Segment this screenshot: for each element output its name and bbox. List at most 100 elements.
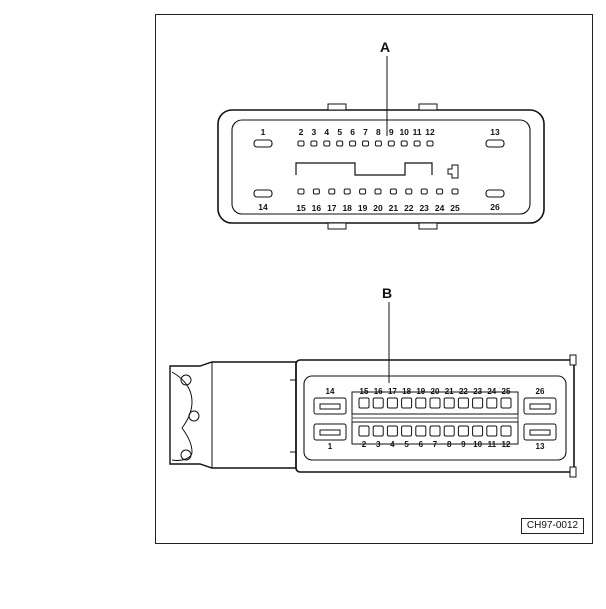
view-a-top-pin-label-9: 9: [389, 127, 394, 137]
view-a-pin-label-13: 13: [490, 127, 500, 137]
view-a-top-pin-3-slot: [310, 140, 318, 147]
view-b-flange-curve: [171, 371, 193, 461]
view-b-corner-tab-top: [569, 354, 577, 366]
view-a-top-latch-right: [418, 103, 438, 111]
view-a-bottom-pin-label-16: 16: [312, 203, 322, 213]
view-a-bottom-pin-label-24: 24: [435, 203, 445, 213]
view-a-bottom-pin-label-15: 15: [296, 203, 306, 213]
view-b-bottom-pin-label-6: 6: [419, 440, 424, 449]
view-a-pin-label-14: 14: [258, 202, 268, 212]
view-b-label: B: [382, 285, 392, 301]
view-a-bottom-pin-label-22: 22: [404, 203, 414, 213]
view-b-bottom-pin-label-11: 11: [488, 440, 497, 449]
view-a-top-pin-slots: [297, 140, 434, 147]
view-a-top-pin-12-slot: [426, 140, 434, 147]
view-a-top-pin-label-3: 3: [312, 127, 317, 137]
view-b-top-pin-23-slot: [472, 397, 484, 409]
view-b-top-pin-18-slot: [401, 397, 413, 409]
view-a-bottom-pin-23-slot: [420, 188, 428, 195]
view-b-top-pin-label-16: 16: [374, 387, 383, 396]
view-a-bottom-pin-15-slot: [297, 188, 305, 195]
view-a-label: A: [380, 39, 390, 55]
view-a-top-pin-11-slot: [413, 140, 421, 147]
view-a-top-pin-6-slot: [349, 140, 357, 147]
view-b-bottom-pin-label-4: 4: [390, 440, 395, 449]
view-a-top-pin-label-4: 4: [324, 127, 329, 137]
view-a-pin-label-26: 26: [490, 202, 500, 212]
view-b-bottom-pin-label-5: 5: [404, 440, 409, 449]
view-b-top-pin-label-19: 19: [416, 387, 425, 396]
view-a-bottom-pin-slots: [297, 188, 459, 195]
view-b-bottom-pin-label-10: 10: [473, 440, 482, 449]
view-b-bottom-pin-label-2: 2: [362, 440, 367, 449]
view-a-top-pin-label-5: 5: [337, 127, 342, 137]
view-b-pin-label-1: 1: [328, 442, 333, 451]
view-b-top-pin-15-slot: [358, 397, 370, 409]
view-a-bottom-pin-25-slot: [451, 188, 459, 195]
view-b-pin-26-cavity: [523, 397, 557, 415]
view-b-pin-13-contact: [529, 429, 551, 436]
view-a-bottom-pin-17-slot: [328, 188, 336, 195]
view-b-bottom-pin-9-slot: [457, 425, 469, 437]
view-b-bottom-pin-8-slot: [443, 425, 455, 437]
view-b-lower-pin-field: [351, 421, 519, 445]
view-b-top-pin-16-slot: [372, 397, 384, 409]
view-a-bottom-pin-16-slot: [312, 188, 320, 195]
view-b-bottom-pin-7-slot: [429, 425, 441, 437]
view-b-top-pin-20-slot: [429, 397, 441, 409]
view-b-bottom-pin-label-12: 12: [502, 440, 511, 449]
view-b-bottom-pin-6-slot: [415, 425, 427, 437]
view-a-pin-label-1: 1: [261, 127, 266, 137]
view-b-top-pin-22-slot: [457, 397, 469, 409]
view-b-bottom-pin-label-8: 8: [447, 440, 452, 449]
view-b-top-pin-label-18: 18: [402, 387, 411, 396]
view-a-top-pin-7-slot: [362, 140, 369, 147]
view-a-pin-26-socket: [485, 189, 505, 198]
view-a-pin-1-socket: [253, 139, 273, 148]
view-b-housing-outer: [295, 359, 575, 473]
view-b-top-pin-label-21: 21: [445, 387, 454, 396]
view-b-top-pin-19-slot: [415, 397, 427, 409]
view-a-pin-14-socket: [253, 189, 273, 198]
view-b-bottom-pin-2-slot: [358, 425, 370, 437]
view-b-bottom-pin-cavities: [358, 425, 512, 437]
view-b-corner-tab-bottom: [569, 466, 577, 478]
view-b-bottom-pin-10-slot: [472, 425, 484, 437]
view-a-bottom-pin-21-slot: [389, 188, 397, 195]
view-a-bottom-pin-label-21: 21: [389, 203, 399, 213]
view-a-housing-inner: [231, 119, 531, 215]
view-a-coding-key: [295, 162, 433, 176]
view-b-top-pin-21-slot: [443, 397, 455, 409]
view-a-top-pin-label-11: 11: [413, 127, 422, 137]
view-a-top-pin-9-slot: [387, 140, 395, 147]
view-b-top-pin-25-slot: [500, 397, 512, 409]
view-a-bottom-latch-right: [418, 222, 438, 230]
view-b-bottom-pin-5-slot: [401, 425, 413, 437]
view-a-bottom-pin-18-slot: [343, 188, 351, 195]
view-b-mount-hole-bottom: [180, 449, 192, 461]
view-a-top-pin-label-6: 6: [350, 127, 355, 137]
view-b-pin-label-13: 13: [536, 442, 545, 451]
view-a-top-pin-10-slot: [400, 140, 408, 147]
view-b-housing-inner: [303, 375, 567, 461]
view-b-bottom-pin-11-slot: [486, 425, 498, 437]
view-a-bottom-pin-label-25: 25: [450, 203, 460, 213]
view-a-bottom-latch-left: [327, 222, 347, 230]
view-a-key-tab: [447, 164, 459, 179]
view-b-pin-label-14: 14: [326, 387, 335, 396]
view-b-center-rib: [351, 414, 519, 422]
view-b-top-pin-label-15: 15: [360, 387, 369, 396]
view-a-bottom-pin-label-20: 20: [373, 203, 383, 213]
view-b-bottom-pin-12-slot: [500, 425, 512, 437]
view-a-top-pin-label-8: 8: [376, 127, 381, 137]
view-b-bottom-pin-3-slot: [372, 425, 384, 437]
view-a-bottom-pin-22-slot: [405, 188, 413, 195]
view-b-top-pin-24-slot: [486, 397, 498, 409]
reference-code: CH97-0012: [521, 518, 584, 534]
view-a-top-pin-label-12: 12: [425, 127, 435, 137]
view-a-bottom-pin-label-17: 17: [327, 203, 337, 213]
